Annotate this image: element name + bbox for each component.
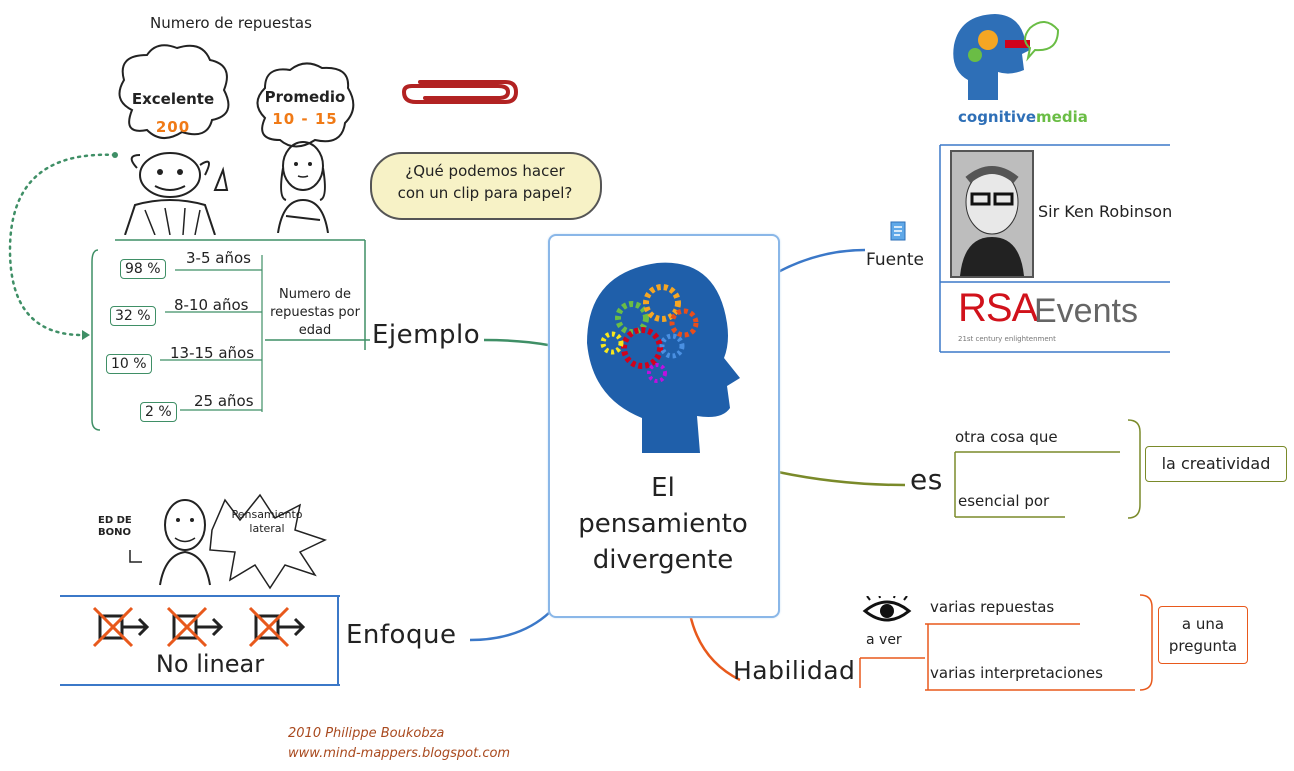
cloud-promedio-title: Promedio — [264, 88, 346, 106]
person-name: Sir Ken Robinson — [1038, 202, 1173, 221]
cloud-excelente-bubble — [118, 44, 230, 139]
responses-by-age-label: Numero de repuestas por edad — [270, 287, 360, 338]
percent-badge: 98 % — [120, 259, 166, 279]
percent-badge: 2 % — [140, 402, 177, 422]
age-label: 25 años — [194, 392, 254, 410]
central-title-line: El — [651, 473, 675, 503]
einstein-sketch — [124, 152, 229, 235]
de-bono-sketch — [129, 493, 327, 590]
branch-fuente: Fuente — [866, 250, 924, 270]
brand-media: media — [1036, 108, 1088, 126]
age-label: 8-10 años — [174, 296, 249, 314]
cloud-excelente-value: 200 — [155, 118, 191, 136]
branch-ejemplo: Ejemplo — [372, 320, 481, 350]
eye-icon — [862, 596, 912, 622]
paperclip-icon — [401, 80, 519, 104]
central-title-line: pensamiento — [578, 509, 748, 539]
credit-url: www.mind-mappers.blogspot.com — [288, 746, 511, 761]
cloud-promedio-bubble — [256, 62, 355, 148]
central-topic-title: El pensamiento divergente — [550, 470, 776, 578]
brand-cognitive: cognitive — [958, 108, 1037, 126]
cognitive-media-brand: cognitivemedia — [958, 108, 1088, 126]
rsa-logo-text: RSA — [958, 286, 1038, 330]
branch-habilidad: Habilidad — [733, 656, 856, 685]
clip-question-bubble — [370, 152, 602, 220]
non-linear-text: No linear — [155, 650, 265, 678]
habilidad-item: varias repuestas — [930, 598, 1055, 616]
question-box: a una pregunta — [1158, 606, 1248, 664]
central-title-line: divergente — [592, 545, 734, 575]
percent-badge: 32 % — [110, 306, 156, 326]
ken-robinson-photo — [950, 150, 1034, 278]
percent-badge: 10 % — [106, 354, 152, 374]
crossed-arrows-sketch — [92, 606, 306, 648]
branch-enfoque: Enfoque — [346, 620, 457, 650]
head-gears-icon — [587, 262, 740, 453]
portrait-icon — [952, 152, 1032, 276]
cognitive-media-logo-icon — [953, 14, 1060, 100]
es-item: otra cosa que — [955, 428, 1058, 446]
age-label: 13-15 años — [170, 344, 255, 362]
lateral-thinking-label: Pensamiento lateral — [231, 508, 303, 535]
habilidad-item: varias interpretaciones — [930, 664, 1103, 682]
rsa-tagline: 21st century enlightenment — [958, 335, 1056, 343]
a-ver-label: a ver — [866, 632, 902, 648]
note-icon — [890, 221, 906, 241]
cloud-promedio-value: 10 - 15 — [272, 110, 338, 128]
credit-author: 2010 Philippe Boukobza — [288, 726, 445, 741]
de-bono-label: ED DE BONO — [98, 515, 132, 538]
woman-sketch — [277, 141, 329, 233]
rsa-events-text: Events — [1034, 292, 1138, 330]
age-label: 3-5 años — [186, 249, 251, 267]
responses-header: Numero de repuestas — [150, 14, 312, 32]
cloud-excelente-title: Excelente — [131, 90, 215, 108]
branch-es: es — [910, 463, 943, 496]
clip-question-text: ¿Qué podemos hacer con un clip para pape… — [397, 162, 573, 202]
creativity-box: la creatividad — [1145, 446, 1287, 482]
es-item: esencial por — [958, 492, 1050, 510]
